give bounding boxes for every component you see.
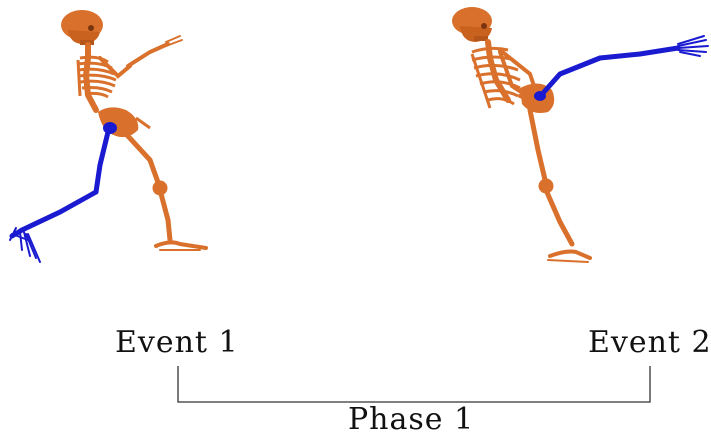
skeleton-event-2 xyxy=(452,7,708,262)
highlighted-leg xyxy=(10,132,108,262)
phase-1-label: Phase 1 xyxy=(348,402,474,437)
spine xyxy=(86,45,96,110)
phase-bracket xyxy=(178,366,650,402)
arm xyxy=(100,36,182,76)
support-leg xyxy=(530,110,590,262)
event-2-label: Event 2 xyxy=(588,325,711,360)
skull-icon xyxy=(61,10,103,45)
event-1-label: Event 1 xyxy=(115,325,239,360)
skeleton-event-1 xyxy=(10,10,206,262)
skull-icon xyxy=(452,7,492,42)
support-leg xyxy=(126,134,206,250)
highlighted-leg xyxy=(544,36,708,92)
